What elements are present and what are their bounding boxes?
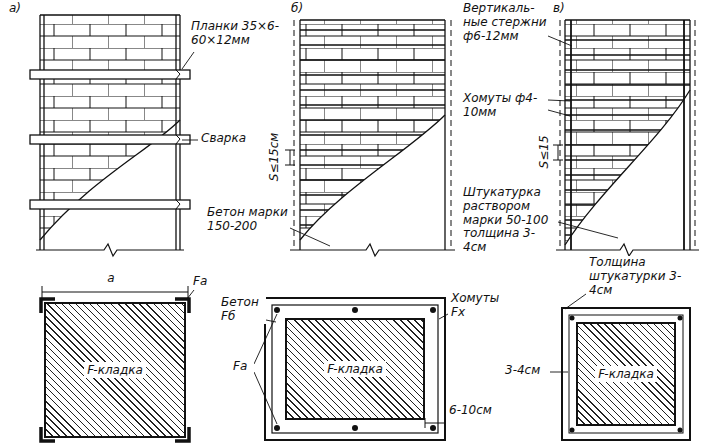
- section-label: F-кладка: [84, 362, 146, 378]
- annotation-label: a: [104, 272, 118, 286]
- annotation-label: 3-4см: [504, 364, 550, 378]
- annotation-label: Штукатурка раствором марки 50-100 толщин…: [462, 186, 556, 255]
- annotation-label: Бетон марки 150-200: [206, 206, 290, 234]
- annotation-label: S≤15см: [268, 126, 282, 188]
- annotation-label: а): [8, 2, 30, 16]
- annotation-label: Хомуты ф4-10мм: [462, 92, 548, 120]
- plaster-jacket-elevation: [553, 20, 699, 256]
- annotation-label: Сварка: [200, 132, 256, 146]
- section-label: F-кладка: [595, 366, 657, 382]
- concrete-jacket-plan: [265, 298, 445, 440]
- annotation-label: Планки 35×6-60×12мм: [190, 20, 286, 48]
- annotation-label: 6-10см: [448, 404, 500, 418]
- masonry-section: F-кладка: [285, 318, 425, 420]
- masonry-section: F-кладка: [576, 322, 676, 426]
- annotation-label: Толщина штукатурки 3-4см: [588, 256, 700, 297]
- masonry-section: F-кладка: [44, 302, 186, 438]
- annotation-label: Fa: [192, 275, 214, 289]
- steel-jacket-plan: [41, 286, 189, 441]
- annotation-label: Вертикаль- ные стержни ф6-12мм: [462, 2, 548, 43]
- annotation-label: Fa: [232, 360, 254, 374]
- annotation-label: S≤15: [538, 131, 552, 173]
- steel-jacket-elevation: [30, 15, 190, 256]
- annotation-label: Бетон Fб: [220, 296, 266, 324]
- annotation-label: Хомуты Fx: [450, 292, 506, 320]
- section-label: F-кладка: [324, 361, 386, 377]
- concrete-jacket-elevation: [285, 20, 455, 256]
- annotation-label: б): [290, 2, 312, 16]
- leader-lines: [182, 36, 618, 424]
- plaster-jacket-plan: [562, 308, 690, 440]
- annotation-label: в): [552, 2, 574, 16]
